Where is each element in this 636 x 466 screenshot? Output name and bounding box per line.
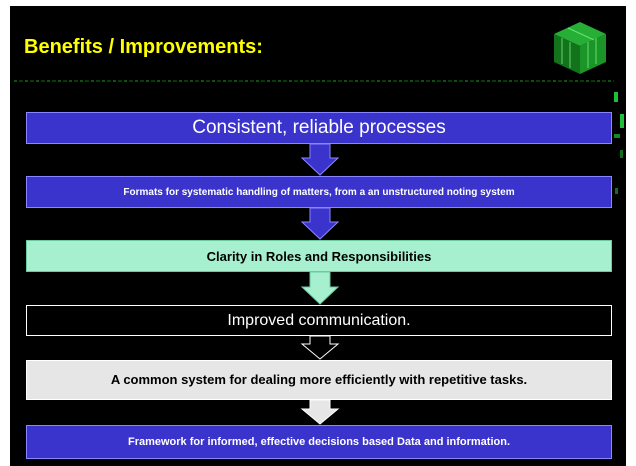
matrix-marks-decoration: [614, 92, 624, 194]
flow-step-4: Improved communication.: [26, 305, 612, 336]
down-arrow-1-icon: [300, 144, 340, 176]
green-matrix-cube-icon: [554, 22, 606, 74]
flow-step-2: Formats for systematic handling of matte…: [26, 176, 612, 208]
flow-step-1: Consistent, reliable processes: [26, 112, 612, 144]
slide-frame-top: [0, 0, 636, 6]
flow-step-6: Framework for informed, effective decisi…: [26, 425, 612, 459]
title-divider: [14, 80, 614, 82]
down-arrow-5-icon: [300, 400, 340, 425]
slide-frame-right: [626, 0, 636, 466]
down-arrow-3-icon: [300, 272, 340, 305]
slide-title: Benefits / Improvements:: [24, 36, 263, 58]
down-arrow-4-icon: [300, 336, 340, 360]
flow-step-5: A common system for dealing more efficie…: [26, 360, 612, 400]
down-arrow-2-icon: [300, 208, 340, 240]
flow-step-3: Clarity in Roles and Responsibilities: [26, 240, 612, 272]
slide-frame-left: [0, 0, 10, 466]
